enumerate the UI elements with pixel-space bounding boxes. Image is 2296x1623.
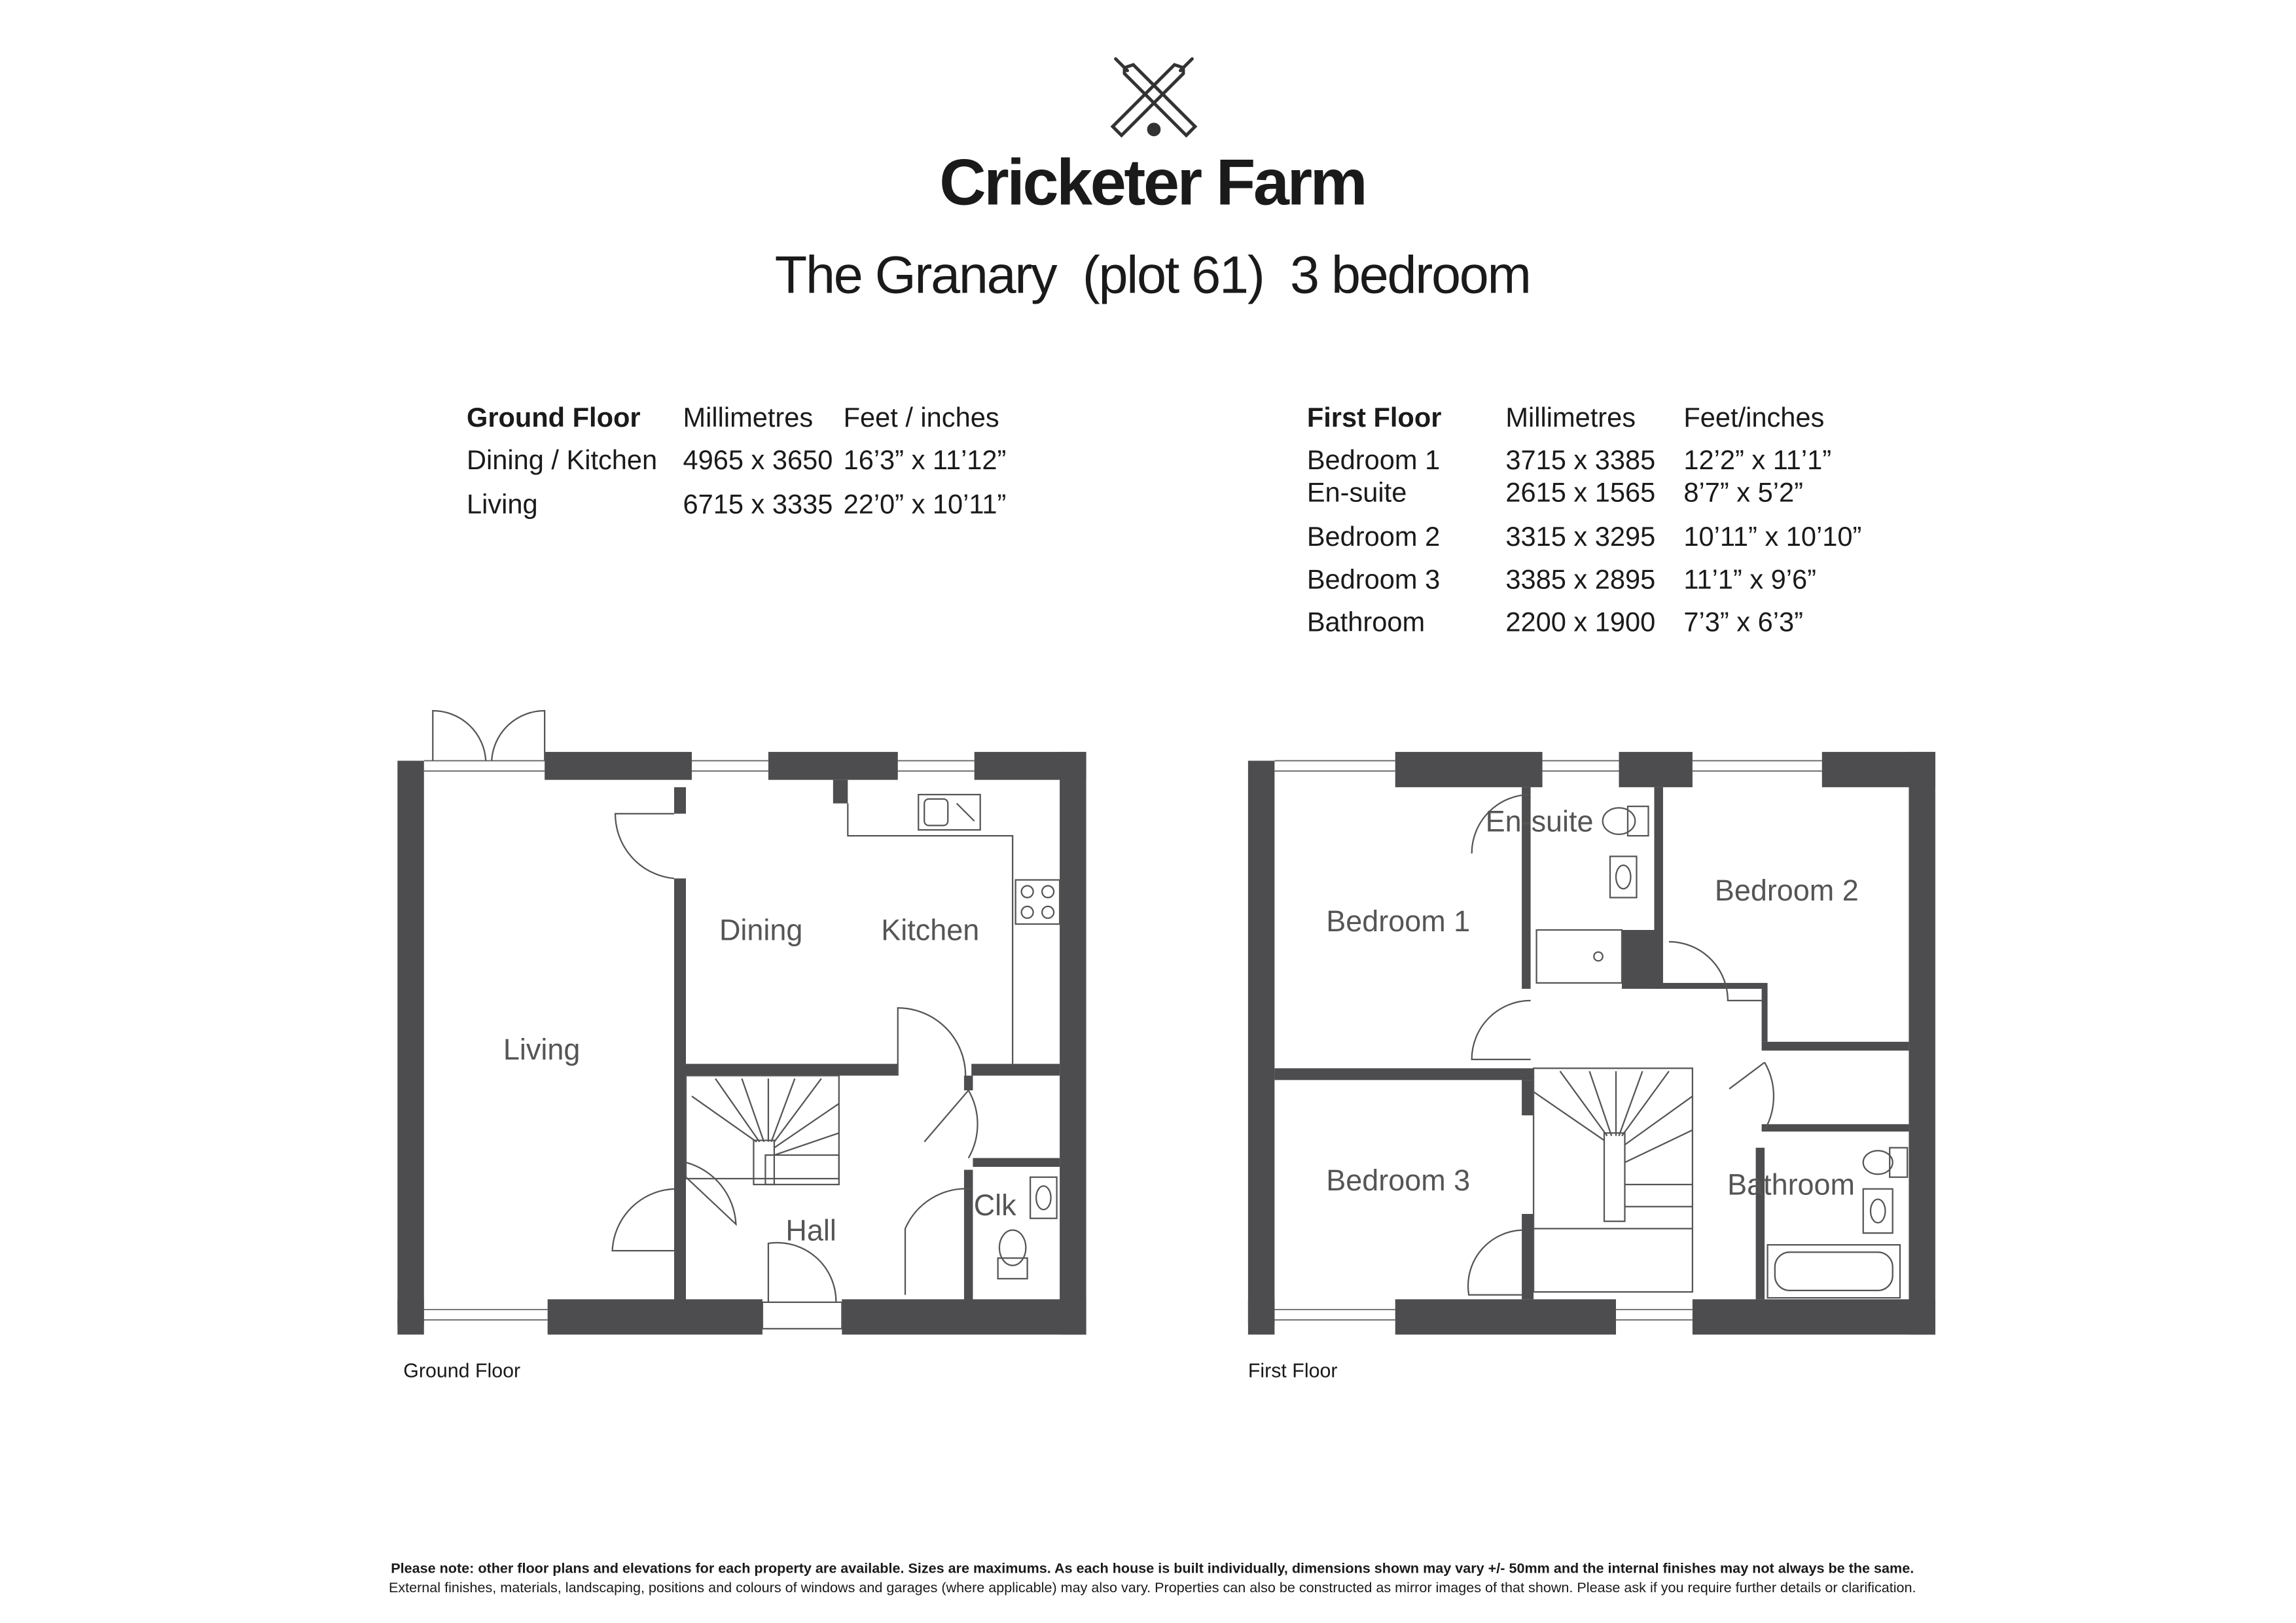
table-cell: Bedroom 3 <box>1307 563 1440 594</box>
window <box>897 760 975 772</box>
french-doors <box>432 709 546 761</box>
room-label: Dining <box>719 914 802 947</box>
table-cell: En-suite <box>1307 477 1407 508</box>
ground-floor-plan: Living Dining Kitchen Hall Clk <box>397 709 1086 1335</box>
window <box>1274 1309 1395 1321</box>
disclaimer-line-1: Please note: other floor plans and eleva… <box>391 1560 1914 1577</box>
table-header: Millimetres <box>683 402 814 433</box>
first-floor-plan: Bedroom 1 En-suite Bedroom 2 Bedroom 3 B… <box>1247 751 1935 1335</box>
room-label: Kitchen <box>881 914 979 947</box>
first-floor-caption: First Floor <box>1248 1361 1338 1382</box>
table-cell: 7’3” x 6’3” <box>1683 607 1803 637</box>
window <box>423 1309 548 1321</box>
window <box>1274 760 1395 772</box>
table-cell: 3715 x 3385 <box>1505 444 1655 475</box>
table-header: Feet/inches <box>1683 402 1824 433</box>
staircase <box>685 1075 840 1186</box>
room-label: Bathroom <box>1727 1168 1855 1202</box>
table-cell: Bedroom 1 <box>1307 444 1440 475</box>
shower-icon <box>1535 929 1623 984</box>
table-cell: Dining / Kitchen <box>467 444 657 475</box>
window <box>691 760 768 772</box>
table-cell: 6715 x 3335 <box>683 489 833 520</box>
room-label: Bedroom 2 <box>1715 874 1859 907</box>
table-header: First Floor <box>1307 402 1442 433</box>
development-name: Cricketer Farm <box>939 146 1365 219</box>
hob-icon <box>1014 879 1061 925</box>
table-cell: 12’2” x 11’1” <box>1683 444 1831 475</box>
table-cell: 3315 x 3295 <box>1505 521 1655 552</box>
staircase <box>1532 1067 1694 1293</box>
window <box>423 760 545 772</box>
basin-icon <box>1609 855 1638 899</box>
disclaimer-line-2: External finishes, materials, landscapin… <box>389 1579 1916 1596</box>
table-cell: 3385 x 2895 <box>1505 563 1655 594</box>
window <box>1692 760 1822 772</box>
room-label: Bedroom 3 <box>1326 1164 1470 1197</box>
sink-icon <box>918 794 981 831</box>
bath-icon <box>1767 1244 1901 1299</box>
room-label: Clk <box>974 1188 1016 1222</box>
table-header: Feet / inches <box>844 402 999 433</box>
table-cell: 4965 x 3650 <box>683 444 833 475</box>
room-label: En-suite <box>1486 804 1594 838</box>
room-label: Living <box>503 1033 580 1066</box>
window <box>1615 1309 1693 1321</box>
table-cell: Living <box>467 489 538 520</box>
toilet-icon <box>1862 1147 1909 1178</box>
front-door <box>761 1241 843 1330</box>
table-cell: 10’11” x 10’10” <box>1683 521 1861 552</box>
window <box>1542 760 1619 772</box>
table-cell: 22’0” x 10’11” <box>844 489 1007 520</box>
ground-floor-dimensions-table: Ground Floor Millimetres Feet / inches D… <box>467 402 1006 520</box>
first-floor-dimensions-table: First Floor Millimetres Feet/inches Bedr… <box>1307 402 1862 637</box>
ground-floor-caption: Ground Floor <box>403 1361 520 1382</box>
basin-icon <box>1862 1188 1893 1234</box>
table-cell: 2200 x 1900 <box>1505 607 1655 637</box>
toilet-icon <box>1602 806 1649 837</box>
table-header: Millimetres <box>1505 402 1636 433</box>
room-label: Bedroom 1 <box>1326 904 1470 938</box>
crossed-cricket-bats-icon <box>1110 57 1198 138</box>
basin-icon <box>1030 1176 1058 1219</box>
table-cell: Bathroom <box>1307 607 1425 637</box>
plot-subtitle: The Granary (plot 61) 3 bedroom <box>775 245 1530 304</box>
room-label: Hall <box>785 1213 836 1247</box>
table-cell: 11’1” x 9’6” <box>1683 563 1816 594</box>
toilet-icon <box>997 1229 1028 1279</box>
table-cell: 2615 x 1565 <box>1505 477 1655 508</box>
table-header: Ground Floor <box>467 402 641 433</box>
table-cell: 8’7” x 5’2” <box>1683 477 1803 508</box>
table-cell: Bedroom 2 <box>1307 521 1440 552</box>
table-cell: 16’3” x 11’12” <box>844 444 1007 475</box>
